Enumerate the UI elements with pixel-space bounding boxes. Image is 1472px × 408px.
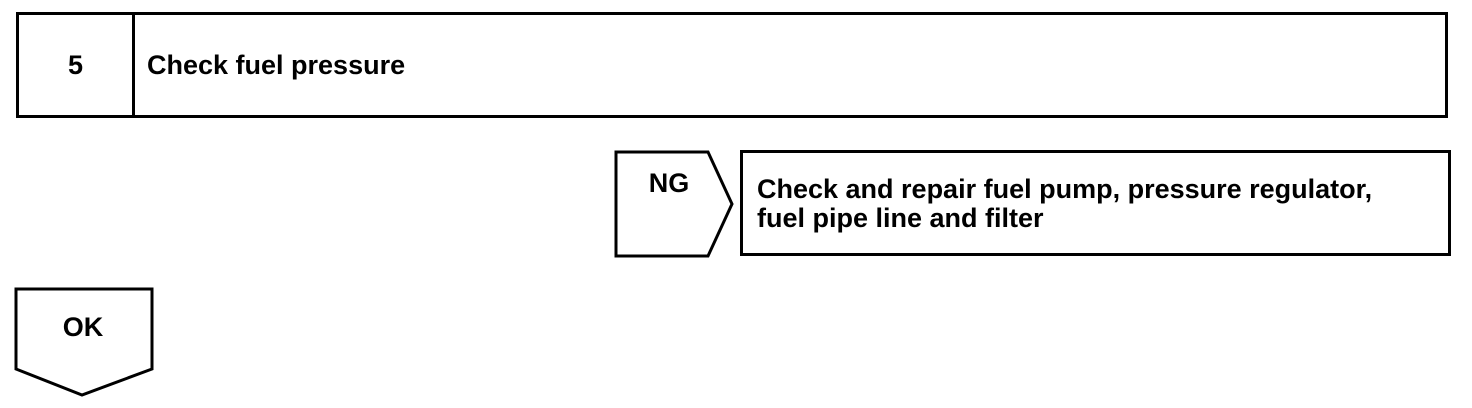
step-box: 5 Check fuel pressure — [16, 12, 1448, 118]
step-number: 5 — [19, 15, 135, 115]
ng-arrow-shape — [614, 150, 734, 258]
ok-arrow-shape — [14, 287, 154, 397]
ok-label: OK — [62, 312, 104, 342]
ng-label: NG — [648, 168, 690, 198]
ng-action-line-2: fuel pipe line and filter — [757, 203, 1044, 233]
ng-action-line-1: Check and repair fuel pump, pressure reg… — [757, 174, 1373, 204]
ng-action-box: Check and repair fuel pump, pressure reg… — [740, 150, 1451, 256]
step-title: Check fuel pressure — [147, 49, 406, 80]
